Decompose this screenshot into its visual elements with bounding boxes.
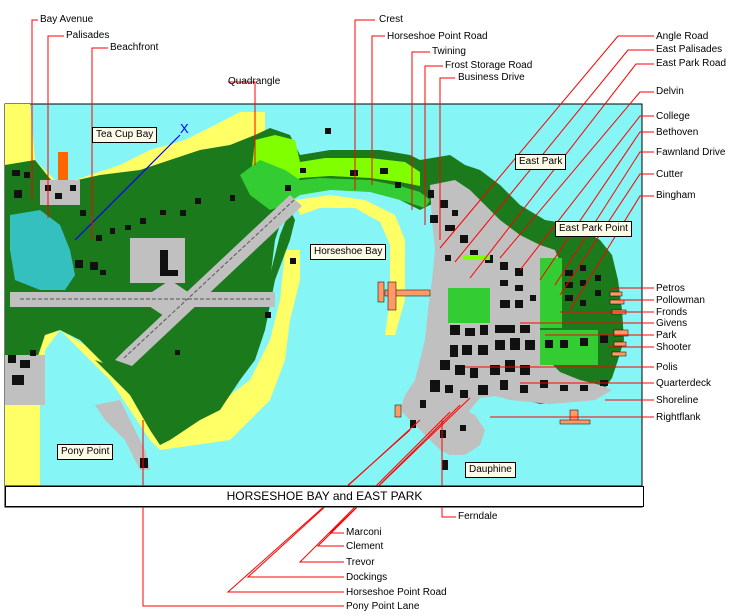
beach-hotel: [40, 180, 80, 205]
east-park-point-label: East Park Point: [555, 221, 632, 237]
east-park-label: East Park: [515, 154, 567, 170]
east-buildings: [410, 190, 608, 470]
callout-bay-avenue: Bay Avenue: [40, 14, 94, 25]
callout-trevor: Trevor: [346, 557, 375, 568]
leader-lines: [31, 19, 654, 607]
callout-horseshoe-point-road-top: Horseshoe Point Road: [387, 31, 488, 42]
callout-quadrangle: Quadrangle: [228, 76, 281, 87]
callout-marconi: Marconi: [346, 527, 382, 538]
callout-frost-storage-road: Frost Storage Road: [445, 60, 533, 71]
south-sand: [60, 250, 300, 450]
west-buildings: [8, 128, 401, 468]
callout-givens: Givens: [656, 318, 688, 329]
pony-point-road: [95, 400, 150, 470]
east-park-green: [448, 288, 490, 323]
callout-ferndale: Ferndale: [458, 511, 498, 522]
college-field: [463, 255, 490, 260]
callout-business-drive: Business Drive: [458, 72, 525, 83]
callout-clement: Clement: [346, 541, 384, 552]
tea-cup-bay-label: Tea Cup Bay: [92, 127, 158, 143]
callout-polis: Polis: [656, 362, 678, 373]
callout-palisades: Palisades: [66, 30, 110, 41]
callout-east-park-road: East Park Road: [656, 58, 727, 69]
callout-twining: Twining: [432, 46, 466, 57]
callout-bingham: Bingham: [656, 190, 696, 201]
callout-pollowman: Pollowman: [656, 295, 705, 306]
callout-shooter: Shooter: [656, 342, 692, 353]
dauphine-land: [430, 400, 485, 455]
callout-cutter: Cutter: [656, 169, 684, 180]
callout-petros: Petros: [656, 283, 685, 294]
south-park: [95, 210, 295, 445]
callout-crest: Crest: [379, 14, 403, 25]
callout-delvin: Delvin: [656, 86, 684, 97]
callout-rightflank: Rightflank: [656, 412, 701, 423]
callout-quarterdeck: Quarterdeck: [656, 378, 712, 389]
tower: [58, 152, 68, 180]
horseshoe-bay-label: Horseshoe Bay: [310, 244, 387, 260]
horseshoe-pier: [377, 281, 431, 311]
tea-cup-pond: [10, 210, 75, 290]
map-title: HORSESHOE BAY and EAST PARK: [5, 486, 644, 507]
callout-horseshoe-point-road-bottom: Horseshoe Point Road: [346, 587, 447, 598]
callout-pony-point-lane: Pony Point Lane: [346, 601, 420, 612]
pony-point-label: Pony Point: [57, 444, 114, 460]
callout-east-palisades: East Palisades: [656, 44, 723, 55]
callout-fronds: Fronds: [656, 307, 688, 318]
callout-college: College: [656, 111, 690, 122]
callout-bethoven: Bethoven: [656, 127, 699, 138]
apron-terminal: [130, 238, 185, 283]
callout-park: Park: [656, 330, 677, 341]
callout-dockings: Dockings: [346, 572, 388, 583]
dauphine-label: Dauphine: [465, 462, 516, 478]
callout-shoreline: Shoreline: [656, 395, 699, 406]
x-marker: X: [180, 121, 189, 136]
east-park-green-2: [540, 258, 562, 328]
callout-beachfront: Beachfront: [110, 42, 159, 53]
bay-beach: [295, 195, 405, 335]
callout-angle-road: Angle Road: [656, 31, 709, 42]
callout-fawnland-drive: Fawnland Drive: [656, 147, 726, 158]
airport-runway: [10, 195, 302, 366]
